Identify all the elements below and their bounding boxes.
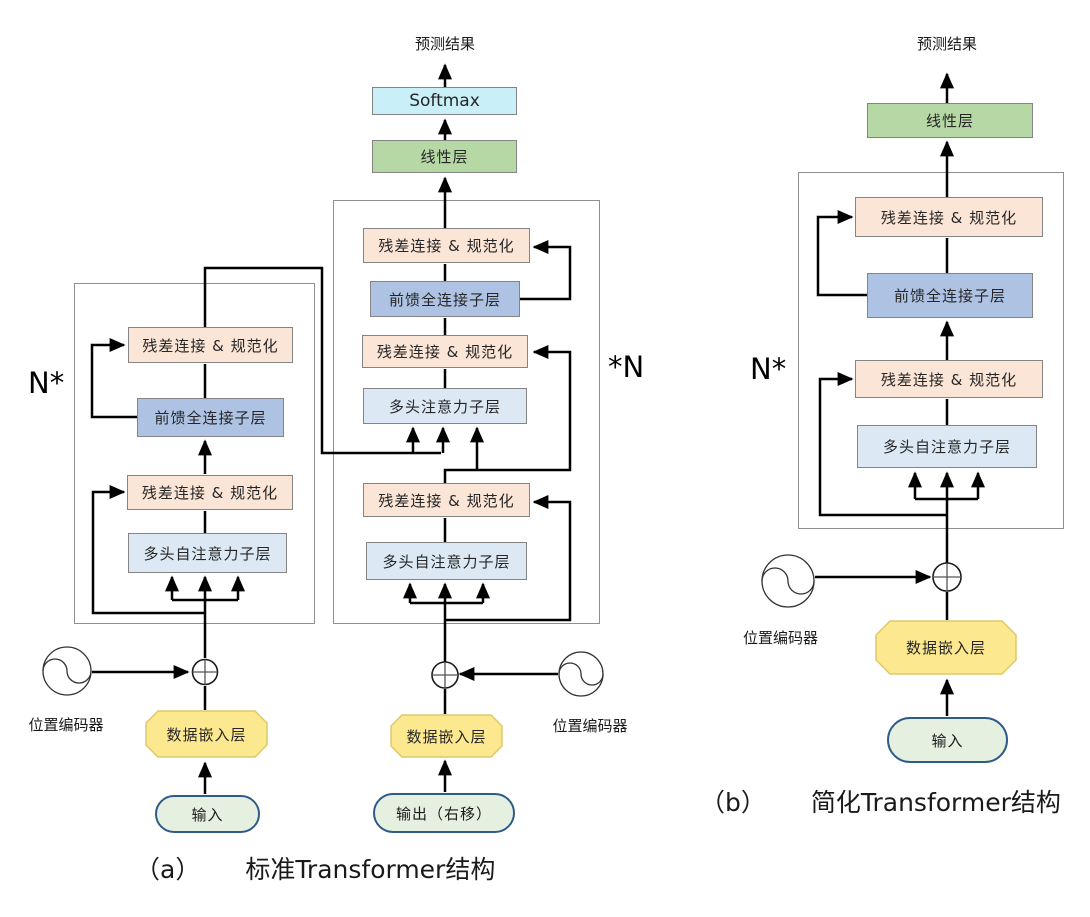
- decoder-cross-attention-box: 多头注意力子层: [363, 388, 527, 424]
- simplified-position-encoder-icon: [761, 554, 815, 608]
- caption-a-prefix: （a）: [135, 855, 201, 884]
- decoder-add-icon: [431, 661, 459, 689]
- decoder-ffn-box: 前馈全连接子层: [370, 281, 520, 317]
- simplified-ffn-box: 前馈全连接子层: [867, 273, 1033, 318]
- decoder-position-encoder-label: 位置编码器: [552, 717, 628, 735]
- simplified-position-encoder-label: 位置编码器: [742, 629, 818, 647]
- simplified-self-attention-box: 多头自注意力子层: [857, 425, 1037, 468]
- decoder-embedding-box: 数据嵌入层: [390, 714, 503, 758]
- encoder-embedding-label: 数据嵌入层: [166, 725, 247, 744]
- decoder-input-capsule: 输出（右移）: [373, 793, 515, 833]
- simplified-embedding-box: 数据嵌入层: [875, 620, 1017, 675]
- simplified-linear-box: 线性层: [867, 103, 1033, 138]
- caption-a-title: 标准Transformer结构: [245, 855, 496, 884]
- simplified-repeat-label: N*: [750, 352, 787, 386]
- decoder-addnorm-ffn-box: 残差连接 & 规范化: [363, 228, 530, 263]
- encoder-addnorm-attn-box: 残差连接 & 规范化: [127, 475, 293, 510]
- decoder-repeat-label: *N: [608, 350, 645, 384]
- simplified-embedding-label: 数据嵌入层: [905, 639, 986, 657]
- decoder-softmax-box: Softmax: [372, 87, 517, 115]
- embedding-octagon-shape: [875, 620, 1017, 675]
- simplified-add-icon: [932, 562, 962, 592]
- encoder-position-encoder-icon: [42, 646, 92, 696]
- caption-b-title: 简化Transformer结构: [810, 788, 1061, 817]
- caption-a: （a） 标准Transformer结构: [135, 850, 495, 886]
- embedding-octagon-shape: [390, 714, 503, 758]
- simplified-input-capsule: 输入: [887, 717, 1008, 763]
- decoder-addnorm-selfattn-box: 残差连接 & 规范化: [363, 483, 530, 517]
- decoder-self-attention-box: 多头自注意力子层: [366, 542, 527, 580]
- decoder-output-label: 预测结果: [414, 35, 475, 53]
- decoder-embedding-label: 数据嵌入层: [406, 727, 487, 746]
- caption-b: （b） 简化Transformer结构: [700, 783, 1061, 819]
- encoder-addnorm-ffn-box: 残差连接 & 规范化: [128, 327, 293, 363]
- encoder-add-icon: [191, 658, 219, 686]
- simplified-repeat-frame: [798, 172, 1064, 529]
- simplified-addnorm-attn-box: 残差连接 & 规范化: [855, 360, 1043, 398]
- encoder-embedding-box: 数据嵌入层: [145, 710, 268, 758]
- embedding-octagon-shape: [145, 710, 268, 758]
- simplified-output-label: 预测结果: [916, 35, 977, 53]
- simplified-addnorm-ffn-box: 残差连接 & 规范化: [855, 197, 1043, 237]
- encoder-repeat-label: N*: [28, 366, 65, 400]
- encoder-input-capsule: 输入: [155, 795, 260, 833]
- caption-b-prefix: （b）: [700, 788, 766, 817]
- encoder-ffn-box: 前馈全连接子层: [137, 398, 284, 437]
- decoder-addnorm-crossattn-box: 残差连接 & 规范化: [362, 335, 528, 368]
- decoder-position-encoder-icon: [558, 651, 604, 697]
- decoder-linear-box: 线性层: [372, 140, 517, 173]
- encoder-self-attention-box: 多头自注意力子层: [128, 533, 287, 573]
- encoder-position-encoder-label: 位置编码器: [28, 716, 104, 734]
